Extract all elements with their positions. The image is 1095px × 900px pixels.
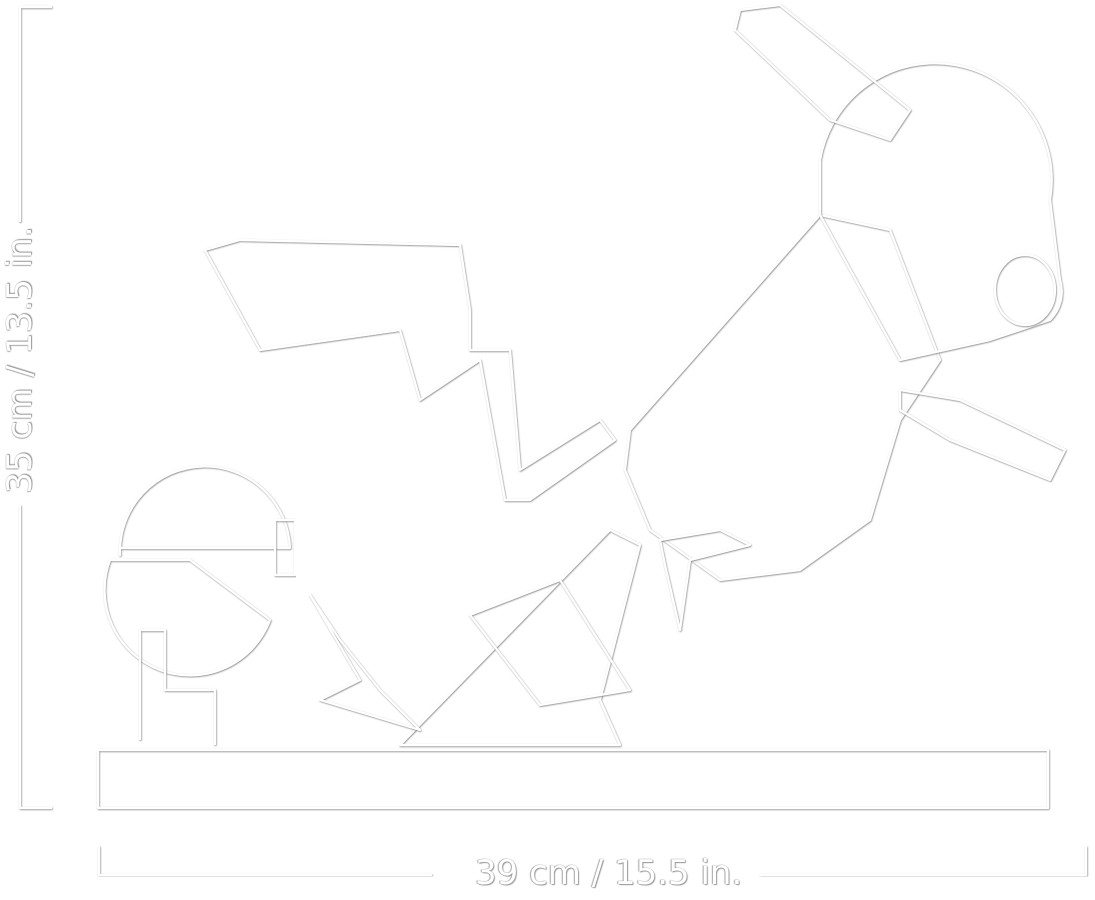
height-label: 35 cm / 13.5 in. — [0, 226, 40, 494]
planet-sphere — [103, 465, 297, 745]
height-dimension-line — [18, 5, 52, 810]
display-base — [96, 748, 1050, 810]
width-label: 39 cm / 15.5 in. — [475, 853, 743, 893]
ship-main-hull — [623, 3, 1067, 582]
ship-wing-section — [203, 238, 617, 502]
width-dimension-line — [97, 846, 1088, 877]
ship-exhaust-stand — [308, 528, 752, 747]
